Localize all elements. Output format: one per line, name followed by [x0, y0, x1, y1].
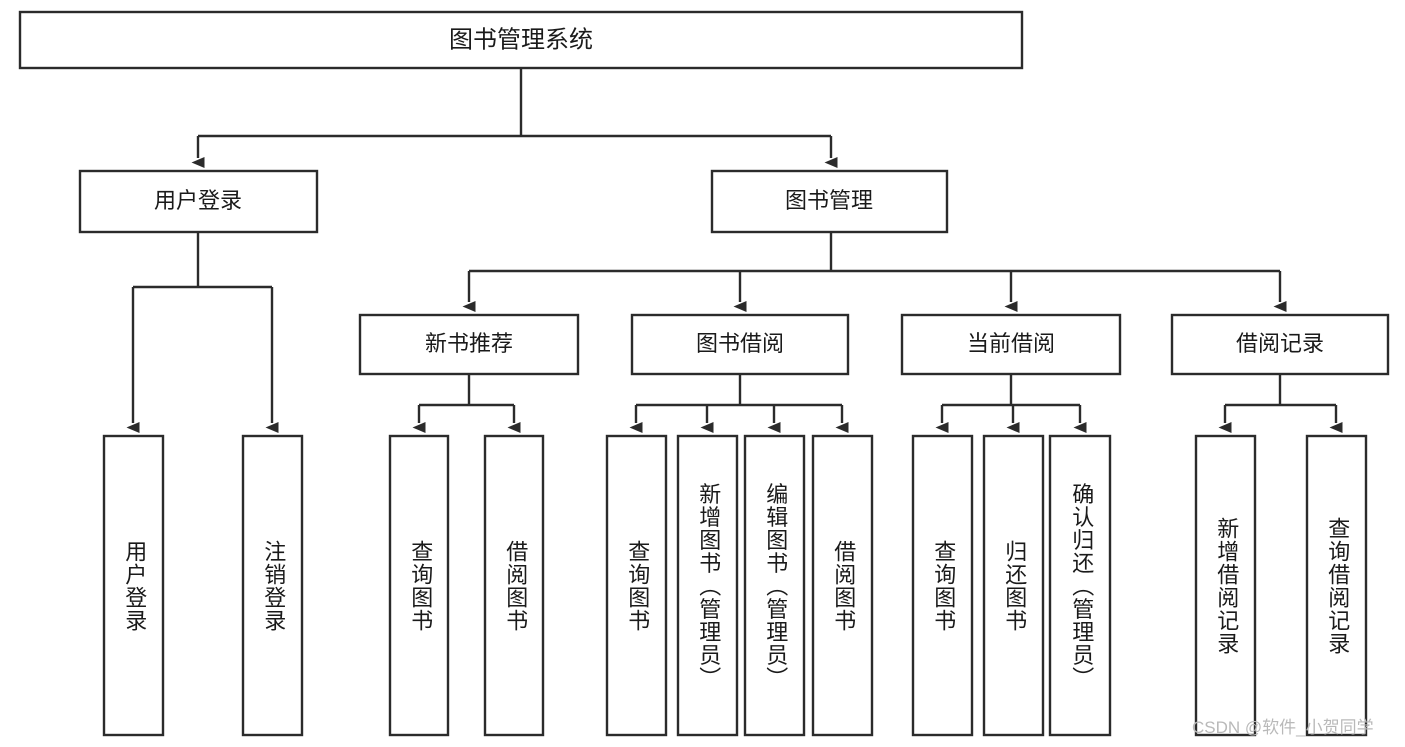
leaf-return-book-label: 归还图书 — [1002, 540, 1027, 632]
leaf-query-book-new[interactable]: 查询图书 — [388, 434, 450, 737]
leaf-add-borrow-record[interactable]: 新增借阅记录 — [1194, 434, 1257, 737]
node-book-borrowing-label: 图书借阅 — [696, 331, 784, 356]
node-new-book-recommendation-box — [358, 313, 580, 376]
leaf-add-borrow-record-label: 新增借阅记录 — [1214, 517, 1239, 655]
leaf-edit-book-admin-box — [743, 434, 806, 737]
leaf-query-book-current-box — [911, 434, 974, 737]
leaf-query-book-current[interactable]: 查询图书 — [911, 434, 974, 737]
leaf-user-login-box — [102, 434, 165, 737]
leaf-user-login-label: 用户登录 — [122, 540, 147, 632]
leaf-confirm-return-admin-label: 确认归还（管理员） — [1069, 483, 1094, 690]
node-book-management[interactable]: 图书管理 — [710, 169, 949, 234]
leaf-logout[interactable]: 注销登录 — [241, 434, 304, 737]
leaf-confirm-return-admin[interactable]: 确认归还（管理员） — [1048, 434, 1112, 737]
leaf-edit-book-admin[interactable]: 编辑图书（管理员） — [743, 434, 806, 737]
node-root-label: 图书管理系统 — [449, 26, 593, 53]
leaf-borrow-book-box — [811, 434, 874, 737]
node-root-box — [18, 10, 1024, 70]
node-book-management-box — [710, 169, 949, 234]
leaf-borrow-book-new[interactable]: 借阅图书 — [483, 434, 545, 737]
node-current-borrowing[interactable]: 当前借阅 — [900, 313, 1122, 376]
leaf-add-book-admin-box — [676, 434, 739, 737]
leaf-logout-box — [241, 434, 304, 737]
leaf-query-book-borrow-label: 查询图书 — [625, 540, 650, 632]
leaf-user-login[interactable]: 用户登录 — [102, 434, 165, 737]
leaf-confirm-return-admin-box — [1048, 434, 1112, 737]
leaf-query-book-borrow-box — [605, 434, 668, 737]
leaf-query-book-new-label: 查询图书 — [408, 540, 433, 632]
node-user-login-box — [78, 169, 319, 234]
leaf-borrow-book[interactable]: 借阅图书 — [811, 434, 874, 737]
node-user-login-label: 用户登录 — [154, 188, 242, 213]
leaf-query-borrow-record-box — [1305, 434, 1368, 737]
node-book-borrowing-box — [630, 313, 850, 376]
node-book-borrowing[interactable]: 图书借阅 — [630, 313, 850, 376]
leaf-borrow-book-label: 借阅图书 — [831, 540, 856, 632]
node-root[interactable]: 图书管理系统 — [18, 10, 1024, 70]
leaf-add-book-admin-label: 新增图书（管理员） — [696, 483, 721, 690]
leaf-query-book-borrow[interactable]: 查询图书 — [605, 434, 668, 737]
node-borrow-record-label: 借阅记录 — [1236, 331, 1324, 356]
node-new-book-recommendation[interactable]: 新书推荐 — [358, 313, 580, 376]
node-new-book-recommendation-label: 新书推荐 — [425, 331, 513, 356]
connector-layer — [126, 68, 1343, 433]
node-user-login[interactable]: 用户登录 — [78, 169, 319, 234]
node-current-borrowing-box — [900, 313, 1122, 376]
node-borrow-record-box — [1170, 313, 1390, 376]
leaf-edit-book-admin-label: 编辑图书（管理员） — [763, 483, 788, 690]
leaf-query-book-new-box — [388, 434, 450, 737]
leaf-add-book-admin[interactable]: 新增图书（管理员） — [676, 434, 739, 737]
leaf-query-book-current-label: 查询图书 — [931, 540, 956, 632]
leaf-return-book-box — [982, 434, 1045, 737]
node-borrow-record[interactable]: 借阅记录 — [1170, 313, 1390, 376]
leaf-borrow-book-new-label: 借阅图书 — [503, 540, 528, 632]
node-book-management-label: 图书管理 — [785, 188, 873, 213]
leaf-query-borrow-record-label: 查询借阅记录 — [1325, 517, 1350, 655]
leaf-return-book[interactable]: 归还图书 — [982, 434, 1045, 737]
leaf-borrow-book-new-box — [483, 434, 545, 737]
node-current-borrowing-label: 当前借阅 — [967, 331, 1055, 356]
leaf-logout-label: 注销登录 — [261, 540, 286, 632]
leaf-query-borrow-record[interactable]: 查询借阅记录 — [1305, 434, 1368, 737]
leaf-add-borrow-record-box — [1194, 434, 1257, 737]
